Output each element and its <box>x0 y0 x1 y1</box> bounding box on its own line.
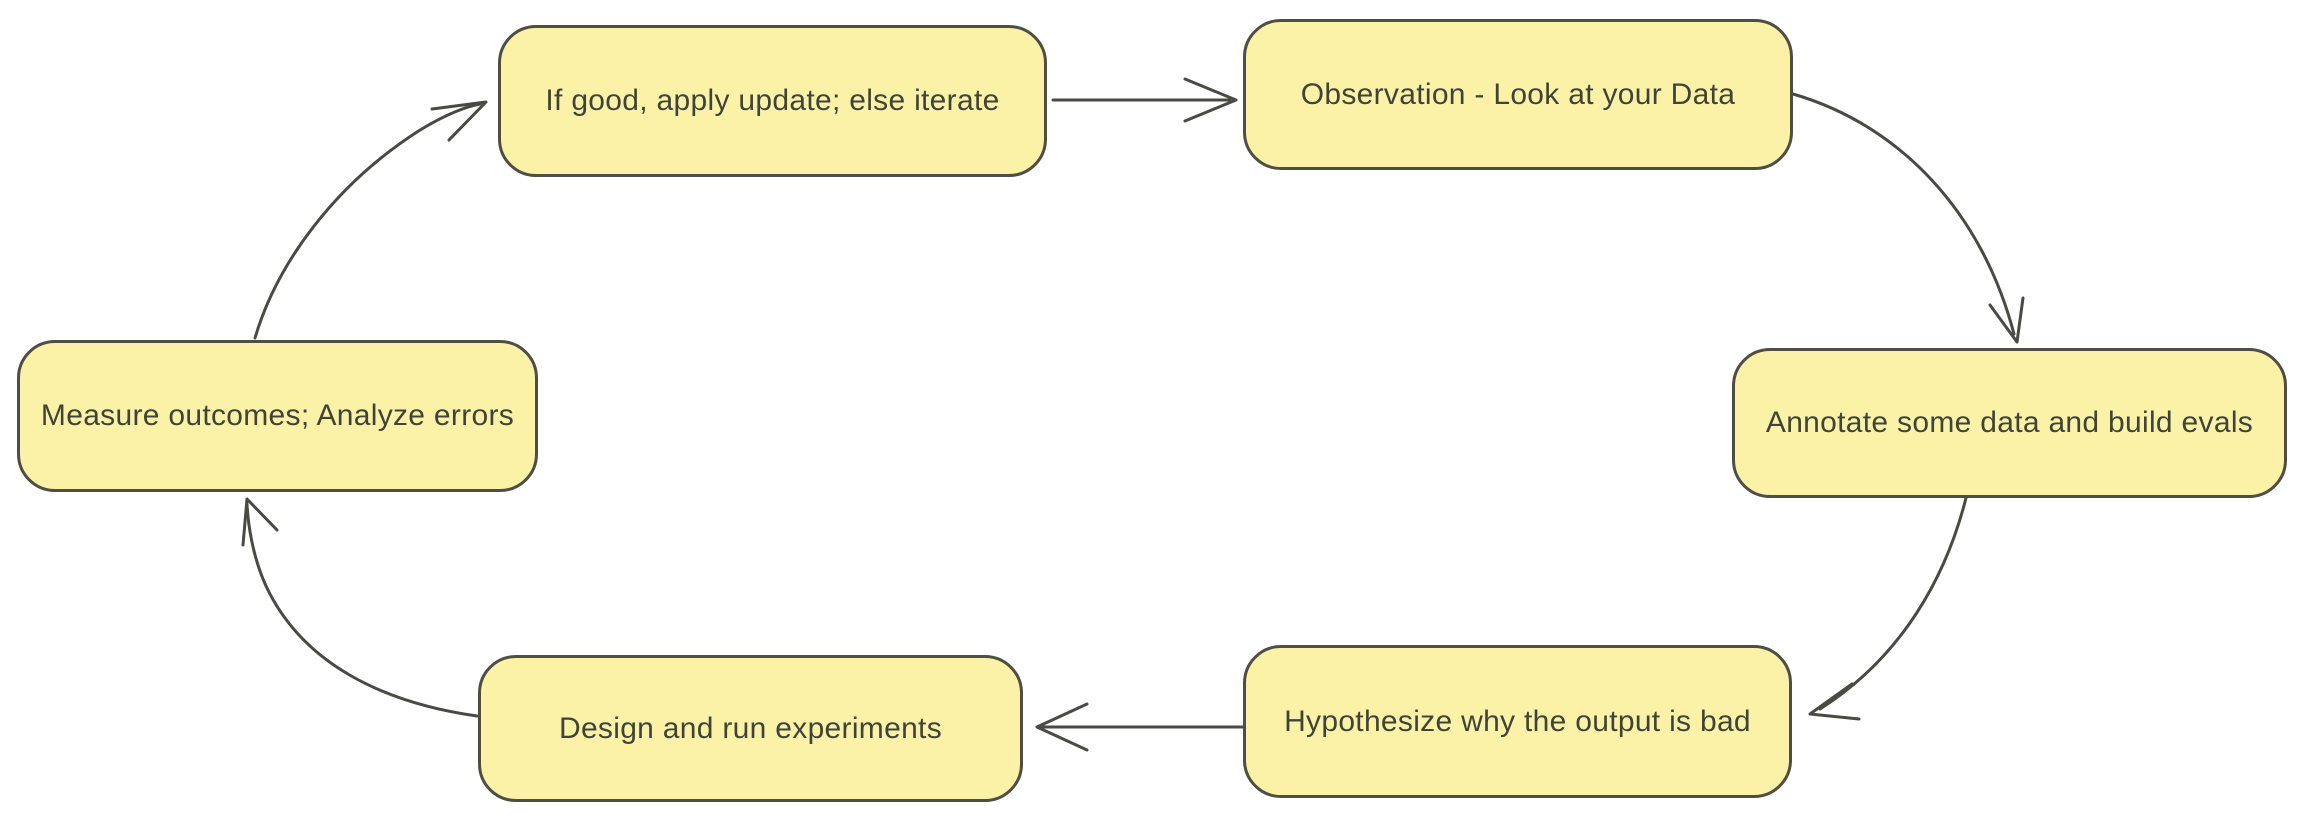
edge-measure-to-apply <box>253 100 488 340</box>
node-annotate: Annotate some data and build evals <box>1732 348 2287 498</box>
node-hypothesize-label: Hypothesize why the output is bad <box>1284 704 1751 738</box>
edge-hypothesize-to-design <box>1035 702 1249 752</box>
node-hypothesize: Hypothesize why the output is bad <box>1243 645 1792 798</box>
node-observation: Observation - Look at your Data <box>1243 19 1793 170</box>
node-measure-outcomes: Measure outcomes; Analyze errors <box>17 340 538 492</box>
node-apply-update-label: If good, apply update; else iterate <box>545 84 1000 117</box>
edge-apply-update-to-observation <box>1051 77 1238 123</box>
node-design-experiments: Design and run experiments <box>478 655 1023 802</box>
node-observation-label: Observation - Look at your Data <box>1300 77 1736 111</box>
node-measure-outcomes-label: Measure outcomes; Analyze errors <box>40 399 515 432</box>
edge-annotate-to-hypothesize <box>1808 496 1968 721</box>
node-annotate-label: Annotate some data and build evals <box>1765 406 2254 439</box>
edge-observation-to-annotate <box>1791 92 2025 344</box>
node-apply-update: If good, apply update; else iterate <box>498 25 1047 177</box>
edge-design-to-measure <box>241 497 479 718</box>
node-design-experiments-label: Design and run experiments <box>558 711 942 745</box>
